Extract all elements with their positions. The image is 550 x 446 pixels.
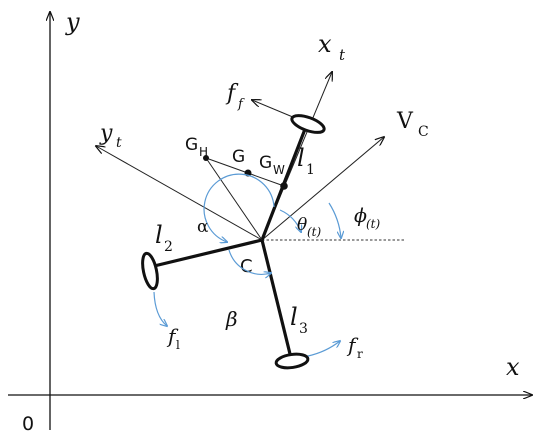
point-gw (280, 182, 288, 190)
beta-label: β (225, 307, 238, 331)
l1-label: l (297, 144, 305, 172)
gw-label: G (259, 153, 272, 173)
theta-label: θ (297, 215, 307, 235)
alpha-label: α (197, 217, 209, 237)
phi-subscript: (t) (366, 217, 381, 231)
x-axis-label: x (506, 353, 520, 381)
l1-subscript: 1 (306, 162, 315, 178)
y-axis-label: y (65, 8, 80, 36)
gh-subscript: H (199, 145, 208, 159)
front-force-label: f (225, 81, 239, 106)
left-wheel (141, 251, 159, 291)
theta-subscript: (t) (307, 225, 322, 239)
gh-to-c-line (205, 157, 263, 241)
theta-arc (279, 209, 301, 232)
front-wheel (290, 114, 326, 134)
left-force-arrow (153, 291, 167, 326)
xt-subscript: t (339, 46, 346, 64)
rear-force-subscript: r (357, 347, 363, 361)
gh-label: G (185, 135, 198, 155)
left-force-subscript: l (176, 338, 180, 352)
l2-subscript: 2 (164, 239, 173, 255)
yt-axis-arrow (96, 146, 263, 241)
l2-label: l (155, 221, 163, 249)
phi-label: ϕ (354, 205, 367, 227)
yt-label: y (99, 121, 113, 146)
center-c-label: C (240, 256, 253, 277)
rear-wheel (274, 352, 310, 370)
velocity-label: V (396, 109, 414, 134)
alpha-arc (203, 173, 275, 242)
point-gh (203, 155, 209, 161)
beta-arc (228, 249, 271, 274)
front-force-subscript: f (237, 97, 245, 112)
xt-label: x (318, 30, 332, 58)
g-label: G (232, 147, 245, 167)
velocity-arrow (261, 137, 384, 241)
l3-label: l (290, 303, 298, 331)
velocity-subscript: C (418, 124, 429, 140)
phi-arc (328, 202, 341, 238)
gw-subscript: W (273, 163, 285, 177)
link-l2 (148, 238, 264, 269)
link-l3 (260, 238, 293, 360)
yt-subscript: t (116, 135, 122, 151)
link-l1 (260, 122, 309, 242)
rear-force-arrow (307, 341, 340, 357)
origin-label: 0 (22, 413, 34, 435)
l3-subscript: 3 (299, 321, 308, 337)
